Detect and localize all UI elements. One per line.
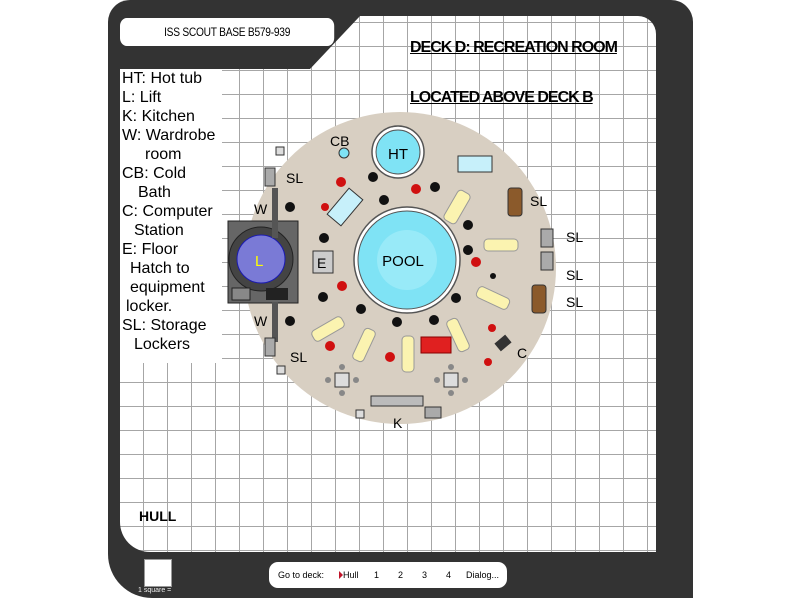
red-mat [420,336,452,354]
nav-prefix: Go to deck: [278,570,325,580]
massage-bench[interactable] [326,187,364,227]
wardrobe[interactable] [272,302,278,342]
storage-locker[interactable] [264,167,276,187]
wardrobe[interactable] [272,188,278,238]
cold-bath[interactable] [338,147,350,159]
nav-dialog-link[interactable]: Dialog... [466,570,500,580]
legend-item: Bath [138,184,171,201]
wardrobe-label: W [254,313,268,329]
legend-item: HT: Hot tub [122,70,203,87]
kitchen-label: K [393,415,403,431]
storage-label: SL [566,229,583,245]
floor-hatch[interactable] [312,250,334,274]
pool[interactable]: POOL [353,206,461,314]
storage-label: SL [290,349,307,365]
nav-deck-hull[interactable]: Hull [343,570,359,580]
kitchen-appliance[interactable] [424,406,442,419]
legend-item: Hatch to [130,260,190,277]
storage-label: SL [530,193,547,209]
map-legend: HT: Hot tub L: Lift K: Kitchen W: Wardro… [120,69,222,363]
hot-tub-label: HT [388,146,408,163]
chairs[interactable] [321,177,496,366]
legend-item: CB: Cold [122,165,187,182]
kitchen-counter[interactable] [370,395,424,407]
dining-tables[interactable] [325,364,468,396]
storage-locker[interactable] [531,284,547,314]
legend-item: equipment [130,279,205,296]
scale-square [144,559,172,587]
storage-locker[interactable] [264,337,276,357]
floor-marker [276,365,286,375]
scale-label: 1 square = [138,587,172,594]
storage-locker[interactable] [540,251,554,271]
storage-label: SL [566,294,583,310]
lift-label: L [255,253,263,270]
legend-item: W: Wardrobe [122,127,216,144]
nav-deck-4[interactable]: 4 [446,570,452,580]
floor-marker [275,146,285,156]
base-title: ISS SCOUT BASE B579-939 [120,18,335,46]
plants [285,172,496,327]
current-deck-arrow-icon [339,571,343,579]
legend-item: Station [134,222,184,239]
nav-deck-3[interactable]: 3 [422,570,428,580]
nav-deck-1[interactable]: 1 [374,570,380,580]
hot-tub[interactable]: HT [371,125,425,179]
legend-item: Lockers [134,336,191,353]
legend-item: E: Floor [122,241,179,258]
deck-navigation: Go to deck: Hull 1 2 3 4 Dialog... [269,562,507,588]
hatch-label: E [317,255,326,271]
wardrobe-label: W [254,201,268,217]
storage-locker[interactable] [540,228,554,248]
cold-bath-label: CB [330,133,349,149]
legend-item: L: Lift [122,89,162,106]
computer-label: C [517,345,527,361]
storage-label: SL [286,170,303,186]
legend-item: locker. [126,298,173,315]
shower-rack[interactable] [457,155,493,173]
computer-station[interactable] [494,334,512,352]
legend-item: SL: Storage [122,317,207,334]
storage-locker[interactable] [507,187,523,217]
legend-item: K: Kitchen [122,108,195,125]
hull-label: HULL [139,508,177,524]
floor-marker [355,409,365,419]
deck-title: DECK D: RECREATION ROOM [410,39,618,56]
sun-loungers[interactable] [310,189,519,373]
legend-item: room [145,146,182,163]
storage-label: SL [566,267,583,283]
legend-item: C: Computer [122,203,213,220]
nav-deck-2[interactable]: 2 [398,570,404,580]
deck-location: LOCATED ABOVE DECK B [410,89,594,106]
pool-label: POOL [382,253,424,270]
lift[interactable]: L [227,220,299,304]
